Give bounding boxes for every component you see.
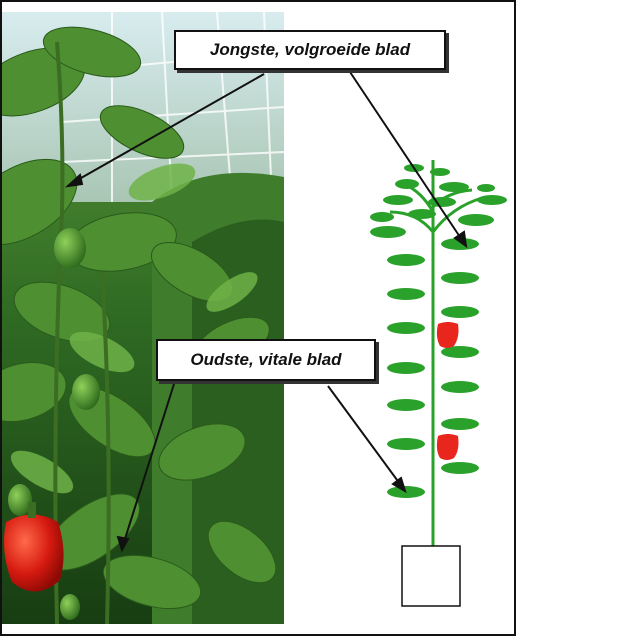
figure-frame: Jongste, volgroeide blad Oudste, vitale … [0,0,516,636]
plant-fruits [436,322,459,460]
plant-leaves [370,164,507,498]
arrow-youngest-photo [64,73,265,188]
arrow-youngest-plant [349,71,468,249]
arrow-oldest-plant [327,385,407,494]
fruit-upper [436,322,459,348]
plant-schematic [64,71,507,607]
arrow-oldest-photo [116,383,175,553]
label-youngest-mature-leaf: Jongste, volgroeide blad [174,30,446,70]
label-oldest-vital-leaf: Oudste, vitale blad [156,339,376,381]
fruit-lower [436,434,459,460]
plant-pot [401,545,461,607]
